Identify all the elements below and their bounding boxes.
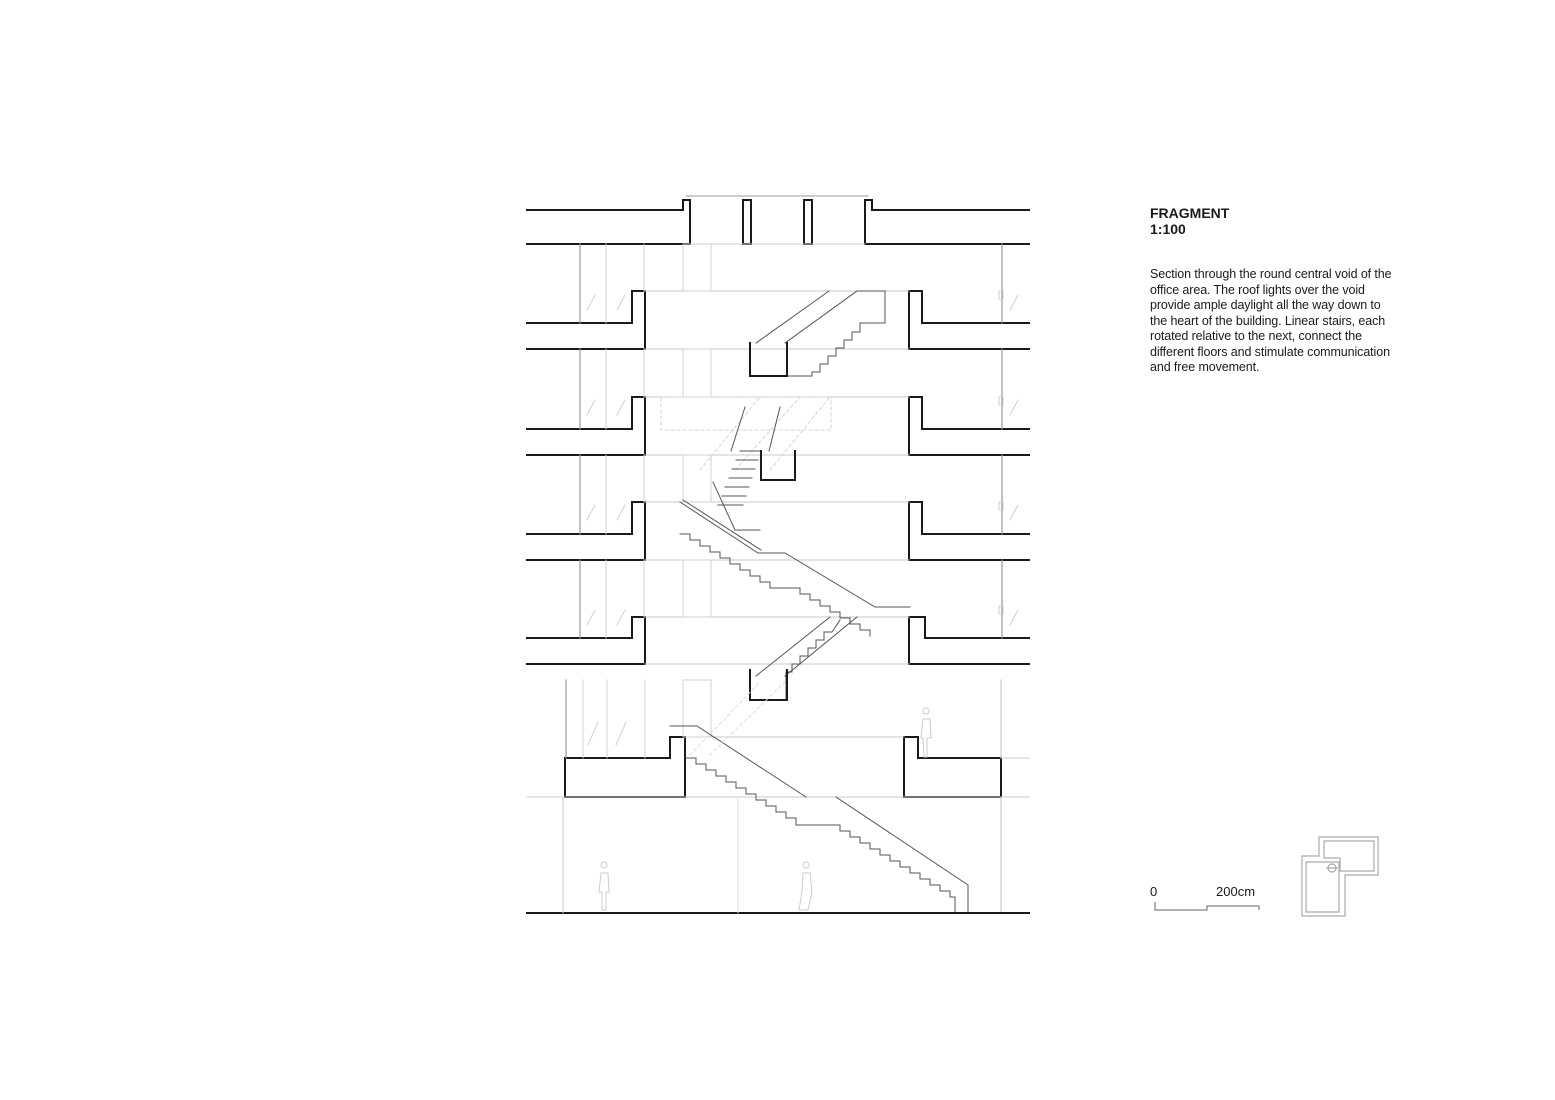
facade-glazing-left — [565, 243, 581, 759]
roof-lights — [685, 195, 869, 245]
stair-3 — [679, 533, 871, 701]
facade-mullions-left — [582, 243, 712, 759]
drawing-description: Section through the round central void o… — [1150, 267, 1392, 374]
stair-2 — [679, 406, 911, 608]
void-slab-lines — [526, 290, 1030, 798]
facade-hardware-right — [998, 290, 1030, 759]
scale-start-label: 0 — [1150, 884, 1158, 899]
scale-bar-graphic — [1154, 902, 1260, 911]
title-block: FRAGMENT 1:100 Section through the round… — [1150, 205, 1400, 376]
scale-bar: 0 200cm — [1150, 884, 1270, 914]
stair-2-landing — [760, 450, 796, 481]
stair-ghost-lower — [689, 681, 786, 756]
scale-ratio: 1:100 — [1150, 221, 1186, 237]
stair-ghost-2 — [660, 396, 832, 471]
scale-end-label: 200cm — [1216, 884, 1256, 899]
facade-glazing-right — [1000, 243, 1003, 914]
stair-1 — [755, 290, 886, 377]
human-figures — [598, 707, 932, 911]
key-plan-icon — [1301, 836, 1379, 917]
ground-level — [526, 796, 1030, 914]
stair-1-landing — [749, 342, 788, 377]
stair-3-landing — [749, 669, 788, 701]
drawing-title: FRAGMENT — [1150, 205, 1230, 221]
stair-ground — [669, 725, 969, 914]
roof — [526, 199, 1030, 245]
